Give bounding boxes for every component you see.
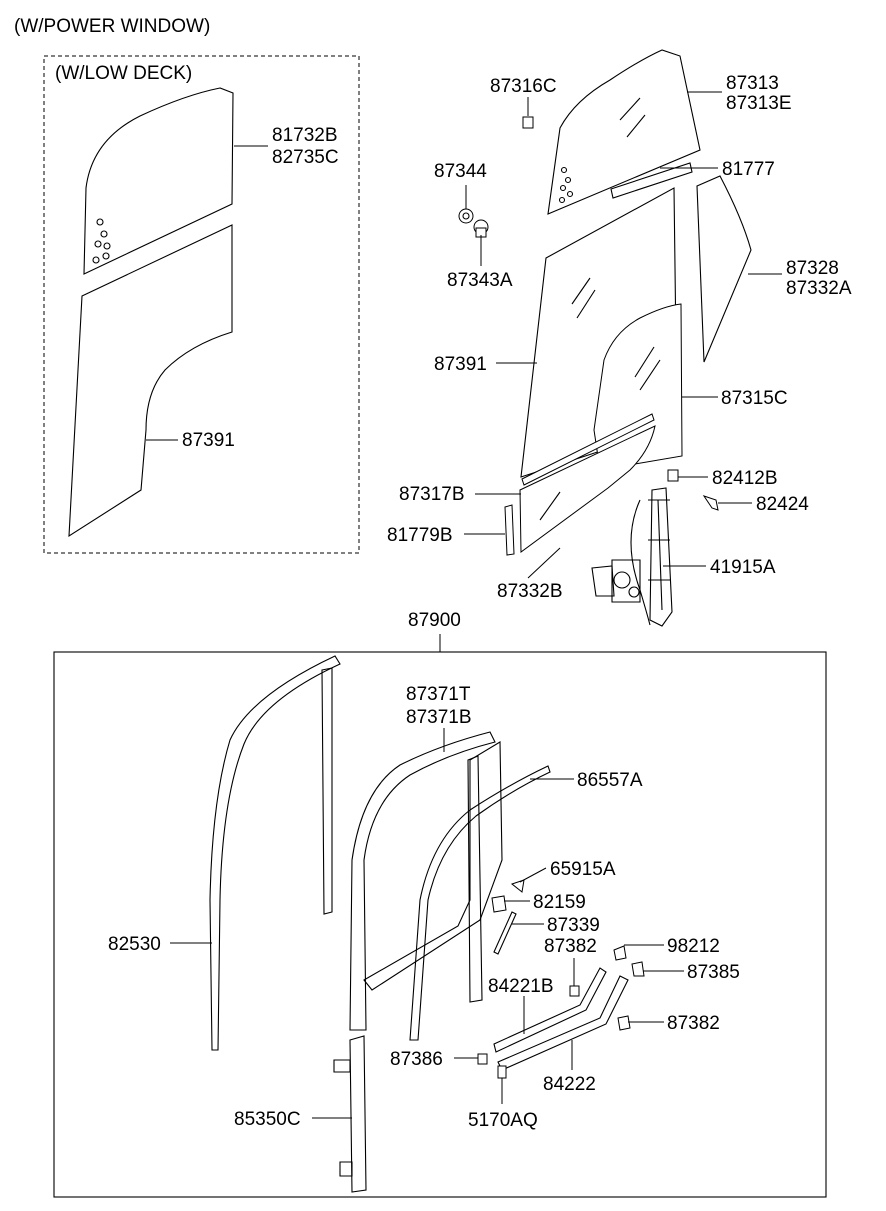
label-84222: 84222	[543, 1074, 596, 1095]
run-channel-87371-frame	[363, 741, 503, 991]
label-87328: 87328	[786, 258, 839, 279]
label-98212: 98212	[667, 936, 720, 957]
label-87371T: 87371T	[406, 684, 471, 705]
quarter-glass-dots	[558, 166, 574, 204]
part-87385	[631, 961, 645, 977]
label-87313E: 87313E	[726, 93, 792, 114]
label-87344: 87344	[434, 161, 487, 182]
label-87382-b: 87382	[667, 1013, 720, 1034]
label-82424: 82424	[756, 494, 809, 515]
label-87391: 87391	[434, 354, 487, 375]
glass-reflection	[571, 277, 591, 305]
low-deck-lower-glass	[68, 224, 233, 538]
label-87900: 87900	[408, 610, 461, 631]
part-65915A	[510, 879, 525, 893]
center-channel-85350C	[349, 1035, 367, 1193]
label-87313: 87313	[726, 73, 779, 94]
label-84221B: 84221B	[488, 976, 554, 997]
label-5170AQ: 5170AQ	[468, 1110, 538, 1131]
part-81777	[610, 162, 693, 199]
part-87339	[493, 911, 517, 955]
leader-65915A	[519, 867, 547, 883]
part-87386	[477, 1053, 488, 1065]
label-87343A: 87343A	[447, 270, 513, 291]
label-82159: 82159	[533, 892, 586, 913]
label-87315C: 87315C	[721, 388, 788, 409]
kit-87900-box	[53, 651, 827, 1198]
label-85350C: 85350C	[234, 1109, 301, 1130]
glass-reflection	[576, 289, 596, 319]
label-41915A: 41915A	[710, 557, 776, 578]
label-87371B: 87371B	[406, 707, 472, 728]
label-82530: 82530	[108, 934, 161, 955]
label-87391-low: 87391	[182, 430, 235, 451]
label-87332A: 87332A	[786, 278, 852, 299]
glass-reflection	[619, 97, 641, 121]
label-87316C: 87316C	[490, 76, 557, 97]
label-87332B: 87332B	[497, 581, 563, 602]
bolt-82424	[702, 495, 719, 511]
glass-reflection	[539, 491, 561, 521]
label-81777: 81777	[722, 159, 775, 180]
part-87382-b	[617, 1015, 631, 1031]
weatherstrip-82530	[209, 655, 341, 1051]
part-82159	[491, 895, 507, 913]
low-deck-box	[43, 55, 360, 554]
label-87385: 87385	[687, 962, 740, 983]
part-87332B-glass	[519, 425, 656, 553]
low-deck-glass-dots	[92, 218, 111, 264]
part-5170AQ	[497, 1065, 507, 1079]
label-86557A: 86557A	[577, 770, 643, 791]
weatherstrip-82530-post	[321, 667, 333, 915]
label-87382-a: 87382	[544, 936, 597, 957]
label-87386: 87386	[390, 1049, 443, 1070]
header-low-deck: (W/LOW DECK)	[55, 63, 192, 84]
part-87316C	[522, 116, 534, 129]
part-98212	[613, 945, 627, 961]
label-65915A: 65915A	[550, 859, 616, 880]
fixed-quarter-glass	[547, 49, 701, 215]
part-87315C-glass	[593, 303, 683, 471]
channel-bracket-upper	[333, 1059, 351, 1073]
label-82735C: 82735C	[272, 147, 339, 168]
window-regulator-41915A	[591, 487, 673, 627]
glass-reflection	[639, 359, 661, 391]
part-87328-glass	[696, 175, 752, 363]
label-87317B: 87317B	[399, 484, 465, 505]
part-82412B	[667, 469, 679, 482]
run-channel-87371-post	[467, 755, 483, 1003]
part-87317B-channel	[521, 413, 655, 486]
glass-reflection	[634, 346, 655, 378]
part-87382-a	[569, 985, 580, 997]
belt-strip-86557A	[409, 765, 551, 1041]
label-81779B: 81779B	[387, 525, 453, 546]
header-power-window: (W/POWER WINDOW)	[14, 16, 210, 37]
sill-strip-84221B	[493, 967, 607, 1053]
leader-87332B	[527, 547, 561, 579]
clip-87344	[458, 208, 474, 224]
label-82412B: 82412B	[712, 468, 778, 489]
run-channel-87371	[349, 731, 496, 1031]
glass-reflection	[626, 114, 646, 138]
low-deck-upper-glass	[83, 87, 234, 275]
label-81732B: 81732B	[272, 125, 338, 146]
channel-bracket-lower	[339, 1161, 353, 1177]
label-87339: 87339	[547, 915, 600, 936]
part-81779B	[504, 504, 515, 556]
